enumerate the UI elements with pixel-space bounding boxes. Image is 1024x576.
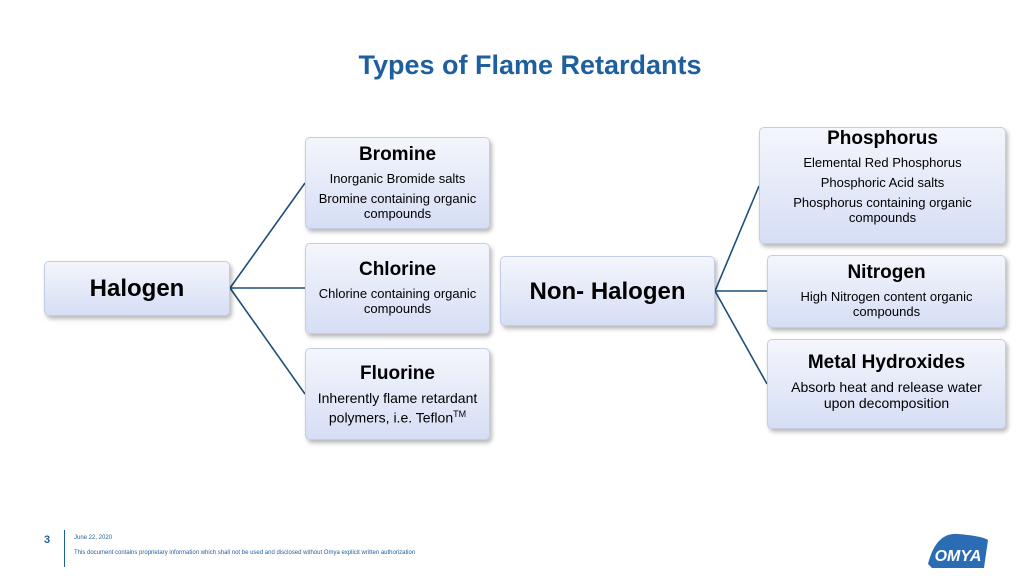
chlorine-line: Chlorine containing organic — [318, 286, 477, 301]
bromine-line: Inorganic Bromide salts — [329, 171, 466, 186]
nitrogen-box: Nitrogen High Nitrogen content organic c… — [767, 255, 1006, 328]
chlorine-box: Chlorine Chlorine containing organic com… — [305, 243, 490, 334]
trademark-sup: TM — [453, 409, 467, 419]
connector-halogen-bromine — [229, 182, 306, 289]
chlorine-line: compounds — [363, 301, 432, 316]
footer-date: June 22, 2020 — [74, 535, 113, 541]
footer-divider — [64, 530, 65, 567]
bromine-box: Bromine Inorganic Bromide salts Bromine … — [305, 137, 490, 229]
chlorine-heading: Chlorine — [358, 259, 437, 280]
metal-hydroxides-box: Metal Hydroxides Absorb heat and release… — [767, 339, 1006, 429]
phosphorus-line: Phosphoric Acid salts — [820, 175, 945, 190]
phosphorus-line: compounds — [848, 210, 917, 225]
logo-text: OMYA — [935, 548, 982, 565]
metal-hydroxides-line: Absorb heat and release water — [791, 379, 982, 395]
connector-nonhalogen-phosphorus — [714, 185, 760, 292]
phosphorus-line: Elemental Red Phosphorus — [803, 155, 962, 170]
nitrogen-line: compounds — [852, 304, 921, 319]
halogen-box: Halogen — [44, 261, 230, 316]
connector-nonhalogen-metal — [714, 290, 768, 385]
fluorine-box: Fluorine Inherently flame retardant poly… — [305, 348, 490, 440]
phosphorus-box: Phosphorus Elemental Red Phosphorus Phos… — [759, 127, 1006, 244]
page-number: 3 — [44, 534, 51, 546]
halogen-label: Halogen — [89, 275, 185, 302]
nitrogen-line: High Nitrogen content organic — [800, 289, 973, 304]
connector-halogen-fluorine — [229, 287, 306, 395]
fluorine-line: Inherently flame retardant — [317, 390, 478, 406]
fluorine-heading: Fluorine — [360, 363, 435, 384]
confidentiality-note: This document contains proprietary infor… — [74, 550, 416, 556]
slide-title: Types of Flame Retardants — [358, 50, 702, 80]
fluorine-line: polymers, i.e. TeflonTM — [306, 406, 489, 426]
omya-logo: OMYA — [928, 533, 988, 568]
bromine-line: Bromine containing organic — [318, 191, 477, 206]
metal-hydroxides-line: upon decomposition — [823, 395, 950, 411]
metal-hydroxides-heading: Metal Hydroxides — [807, 352, 966, 373]
nitrogen-heading: Nitrogen — [847, 262, 926, 283]
bromine-line: compounds — [363, 206, 432, 221]
nonhalogen-box: Non- Halogen — [500, 256, 715, 326]
phosphorus-heading: Phosphorus — [827, 128, 938, 149]
nonhalogen-label: Non- Halogen — [529, 278, 686, 305]
bromine-heading: Bromine — [358, 144, 437, 165]
phosphorus-line: Phosphorus containing organic — [793, 195, 972, 210]
fluorine-line-text: polymers, i.e. Teflon — [328, 409, 454, 426]
